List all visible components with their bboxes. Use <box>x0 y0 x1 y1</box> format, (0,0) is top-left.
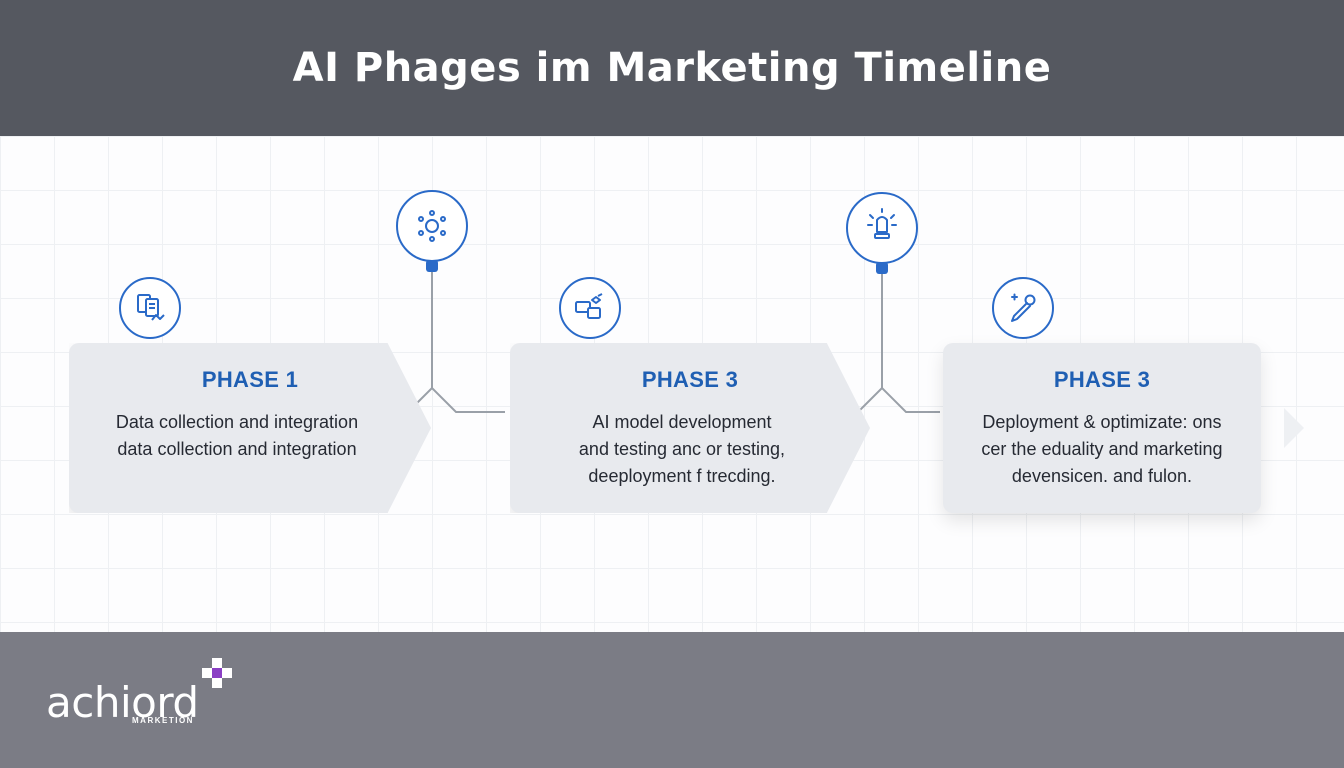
brand-logo: achiord MARKETION <box>46 658 256 732</box>
phase-2-line-2: and testing anc or testing, <box>578 439 786 459</box>
phase-2-description: AI model development and testing anc or … <box>579 409 785 490</box>
phase-card-1: PHASE 1 Data collection and integration … <box>69 343 431 513</box>
phase-1-title: PHASE 1 <box>201 367 299 392</box>
phase-1-description: Data collection and integration data col… <box>116 409 358 463</box>
pin-1-nub <box>426 260 438 272</box>
phase-card-3: PHASE 3 Deployment & optimizate: ons cer… <box>943 343 1261 513</box>
logo-subtitle: MARKETION <box>132 716 194 725</box>
header-bar: AI Phages im Marketing Timeline <box>0 0 1344 136</box>
page-title: AI Phages im Marketing Timeline <box>292 45 1052 91</box>
phase-2-line-1: AI model development <box>592 412 772 432</box>
phase-2-title: PHASE 3 <box>641 367 739 392</box>
footer-bar <box>0 632 1344 768</box>
logo-mark-icon <box>202 658 232 688</box>
phase-3-description: Deployment & optimizate: ons cer the edu… <box>981 409 1222 490</box>
logo-wordmark: achiord <box>46 678 199 727</box>
lightbulb-icon <box>846 192 918 264</box>
cubes-icon <box>559 277 621 339</box>
phase-2-line-3: deeployment f trecding. <box>588 466 776 486</box>
phase-3-title: PHASE 3 <box>1053 367 1151 392</box>
phase-3-line-1: Deployment & optimizate: ons <box>982 412 1222 432</box>
phase-3-arrow-tip <box>1284 408 1304 448</box>
phase-1-line-2: data collection and integration <box>117 439 357 459</box>
pin-2-nub <box>876 262 888 274</box>
brain-network-icon <box>396 190 468 262</box>
phase-3-line-3: devensicen. and fulon. <box>1011 466 1193 486</box>
documents-icon <box>119 277 181 339</box>
phase-3-line-2: cer the eduality and marketing <box>981 439 1223 459</box>
phase-1-line-1: Data collection and integration <box>115 412 359 432</box>
phase-card-2: PHASE 3 AI model development and testing… <box>510 343 870 513</box>
wrench-icon <box>992 277 1054 339</box>
